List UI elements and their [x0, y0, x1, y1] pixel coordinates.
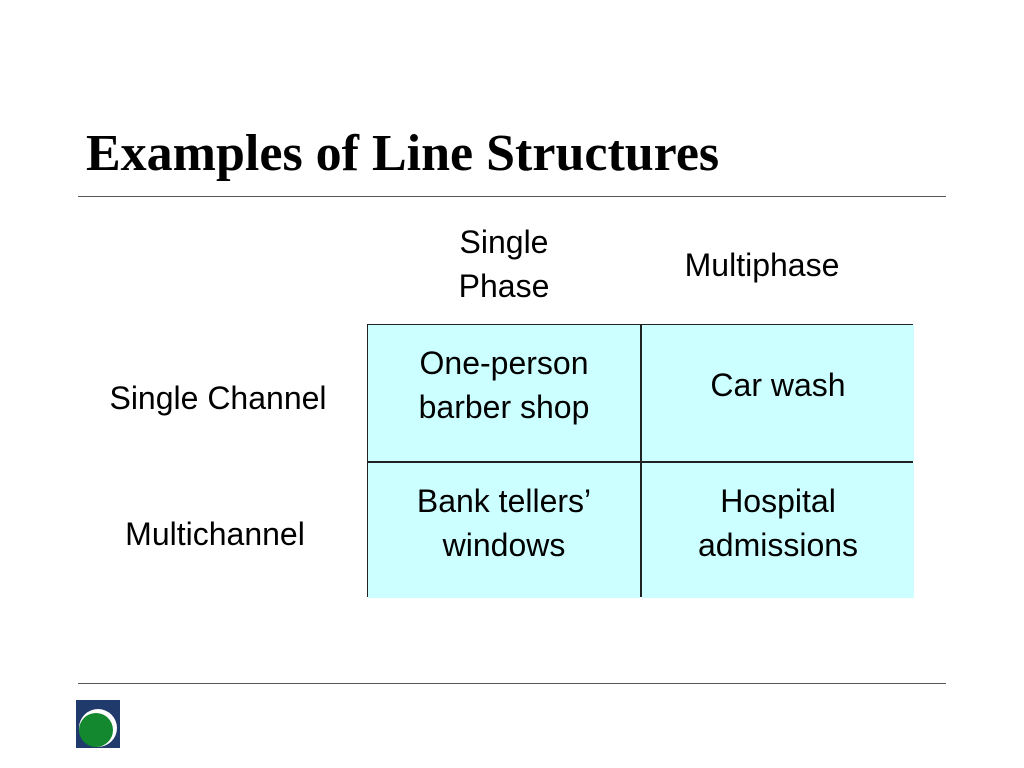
row-header-multichannel: Multichannel — [125, 516, 305, 552]
row-header-single-channel: Single Channel — [109, 380, 327, 416]
title-divider — [78, 196, 946, 197]
column-header-single-phase: Single Phase — [458, 224, 550, 304]
slide-title: Examples of Line Structures — [86, 125, 720, 182]
circle-logo-icon — [76, 700, 120, 748]
cell-single-channel-multiphase: Car wash — [642, 325, 914, 461]
cell-single-channel-single-phase: One-person barber shop — [368, 325, 640, 461]
cell-multichannel-single-phase: Bank tellers’ windows — [368, 463, 640, 598]
column-header-multiphase: Multiphase — [684, 247, 840, 283]
line-structures-table: One-person barber shop Car wash Bank tel… — [367, 324, 914, 598]
cell-multichannel-multiphase: Hospital admissions — [642, 463, 914, 598]
footer-divider — [78, 683, 946, 684]
